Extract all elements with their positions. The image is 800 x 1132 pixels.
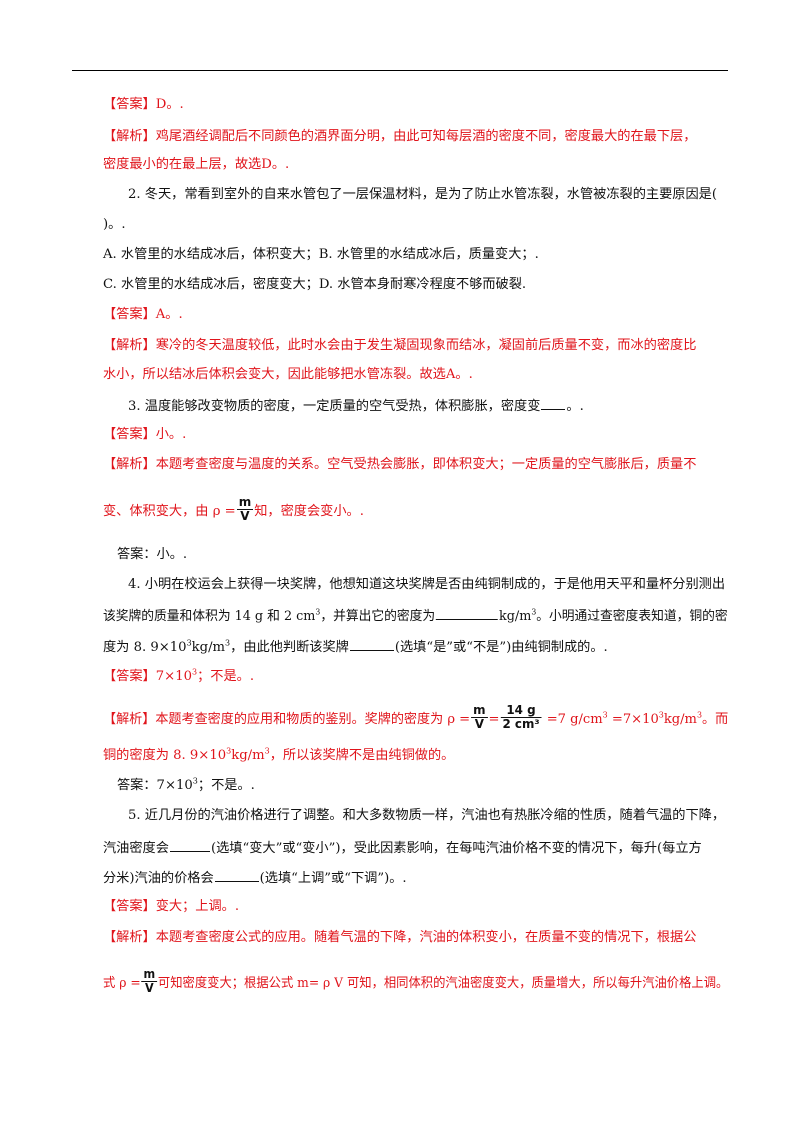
answer-label: 【答案】 bbox=[103, 899, 156, 914]
analysis-label: 【解析】 bbox=[103, 930, 156, 945]
answer-blank bbox=[214, 868, 259, 882]
option-a-b: A. 水管里的水结成冰后，体积变大；B. 水管里的水结成冰后，质量变大；. bbox=[103, 247, 539, 262]
analysis-line-3: 【解析】本题考查密度与温度的关系。空气受热会膨胀，即体积变大；一定质量的空气膨胀… bbox=[103, 457, 697, 472]
header-rule bbox=[72, 70, 728, 71]
answer-line-3: 【答案】小。. bbox=[103, 427, 187, 442]
answer-label: 【答案】 bbox=[103, 97, 156, 112]
question-2: 2. 冬天，常看到室外的自来水管包了一层保温材料，是为了防止水管冻裂，水管被冻裂… bbox=[128, 187, 717, 202]
option-c-d: C. 水管里的水结成冰后，密度变大；D. 水管本身耐寒冷程度不够而破裂. bbox=[103, 277, 527, 292]
analysis-line-1: 【解析】鸡尾酒经调配后不同颜色的酒界面分明，由此可知每层酒的密度不同，密度最大的… bbox=[103, 129, 697, 144]
question-5: 5. 近几月份的汽油价格进行了调整。和大多数物质一样，汽油也有热胀冷缩的性质，随… bbox=[128, 808, 726, 823]
answer-label: 【答案】 bbox=[103, 669, 156, 684]
analysis-label: 【解析】 bbox=[103, 129, 156, 144]
question-4: 4. 小明在校运会上获得一块奖牌，他想知道这块奖牌是否由纯铜制成的，于是他用天平… bbox=[128, 577, 726, 592]
answer-blank bbox=[169, 838, 210, 852]
analysis-line-1-cont: 密度最小的在最上层，故选D。. bbox=[103, 157, 290, 172]
answer-label: 【答案】 bbox=[103, 307, 156, 322]
answer-line-2: 【答案】A。. bbox=[103, 307, 183, 322]
analysis-line-2: 【解析】寒冷的冬天温度较低，此时水会由于发生凝固现象而结冰，凝固前后质量不变，而… bbox=[103, 338, 697, 353]
question-5-line-3: 分米)汽油的价格会(选填“上调”或“下调”)。. bbox=[103, 868, 407, 888]
analysis-line-2-cont: 水小，所以结冰后体积会变大，因此能够把水管冻裂。故选A。. bbox=[103, 367, 473, 382]
answer-blank bbox=[349, 637, 394, 651]
analysis-label: 【解析】 bbox=[103, 712, 156, 727]
answer-blank bbox=[541, 396, 566, 410]
answer-line-1: 【答案】D。. bbox=[103, 97, 184, 112]
answer-line-4: 【答案】7×103；不是。. bbox=[103, 667, 255, 684]
question-4-line-3: 度为 8. 9×103kg/m3，由此他判断该奖牌(选填“是”或“不是”)由纯铜… bbox=[103, 637, 608, 655]
answer-line-5: 【答案】变大；上调。. bbox=[103, 899, 240, 914]
analysis-label: 【解析】 bbox=[103, 457, 156, 472]
question-5-line-2: 汽油密度会(选填“变大”或“变小”)，受此因素影响，在每吨汽油价格不变的情况下，… bbox=[103, 838, 702, 858]
final-answer-4: 答案：7×103；不是。. bbox=[117, 776, 255, 793]
analysis-line-5: 【解析】本题考查密度公式的应用。随着气温的下降，汽油的体积变小，在质量不变的情况… bbox=[103, 930, 697, 945]
question-2-cont: )。. bbox=[103, 217, 126, 232]
analysis-label: 【解析】 bbox=[103, 338, 156, 353]
question-3: 3. 温度能够改变物质的密度，一定质量的空气受热，体积膨胀，密度变。. bbox=[128, 396, 584, 416]
final-answer-3: 答案：小。. bbox=[117, 547, 188, 562]
analysis-line-4-cont: 铜的密度为 8. 9×103kg/m3，所以该奖牌不是由纯铜做的。 bbox=[103, 746, 455, 763]
answer-label: 【答案】 bbox=[103, 427, 156, 442]
answer-blank bbox=[436, 606, 499, 620]
